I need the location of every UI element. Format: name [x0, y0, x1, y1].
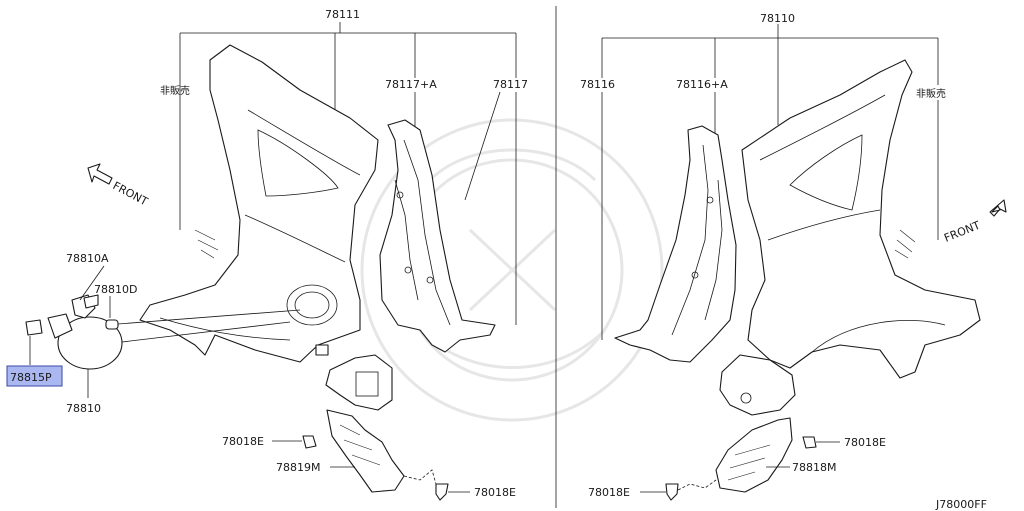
- front-label-right: FRONT: [942, 219, 982, 245]
- left-extension: [326, 409, 405, 493]
- label-78117: 78117: [493, 78, 528, 91]
- label-78810: 78810: [66, 402, 101, 415]
- label-not-for-sale-right: 非販売: [916, 87, 946, 100]
- label-78810d: 78810D: [94, 283, 137, 296]
- label-78110: 78110: [760, 12, 795, 25]
- left-clips: [302, 435, 449, 501]
- left-quarter-panel: [139, 44, 379, 363]
- label-78815p[interactable]: 78815P: [10, 371, 52, 384]
- fuel-lid-disc: [57, 316, 123, 370]
- label-78116-a: 78116+A: [676, 78, 728, 91]
- label-not-for-sale-left: 非販売: [160, 84, 190, 97]
- left-inner-panel: [379, 119, 496, 353]
- left-assembly-bracket: [179, 22, 517, 325]
- label-78018e-left-upper: 78018E: [222, 435, 264, 448]
- right-extension: [715, 417, 793, 493]
- clip-right-upper-shape: [802, 436, 817, 449]
- hinge-part: [25, 319, 43, 336]
- highlight-box-78815p: [6, 365, 63, 387]
- right-lower-bracket: [719, 354, 796, 416]
- front-label-left: FRONT: [111, 179, 151, 208]
- left-leaders: [29, 91, 501, 493]
- label-78018e-right-upper: 78018E: [844, 436, 886, 449]
- label-78117-a: 78117+A: [385, 78, 437, 91]
- label-78810a: 78810A: [66, 252, 109, 265]
- clip-right-lower-shape: [665, 483, 679, 501]
- bumper-part: [105, 319, 119, 330]
- left-lower-bracket: [325, 354, 393, 411]
- label-78819m: 78819M: [276, 461, 320, 474]
- clip-left-lower-shape: [435, 483, 449, 501]
- right-inner-panel: [614, 125, 737, 363]
- label-78018e-left-lower: 78018E: [474, 486, 516, 499]
- label-78818m: 78818M: [792, 461, 836, 474]
- right-leaders: [640, 441, 840, 493]
- label-78018e-right-lower: 78018E: [588, 486, 630, 499]
- label-78111: 78111: [325, 8, 360, 21]
- watermark-emblem: [360, 118, 664, 422]
- diagram-code: J78000FF: [935, 498, 987, 511]
- label-78116: 78116: [580, 78, 615, 91]
- right-assembly-bracket: [601, 24, 939, 340]
- right-clips: [665, 436, 817, 501]
- front-arrow-left-icon: [87, 163, 113, 185]
- right-quarter-panel: [741, 59, 981, 379]
- front-arrow-right-icon: [989, 199, 1007, 217]
- fuel-lid-group: [25, 294, 301, 370]
- clip-left-upper-shape: [302, 435, 317, 449]
